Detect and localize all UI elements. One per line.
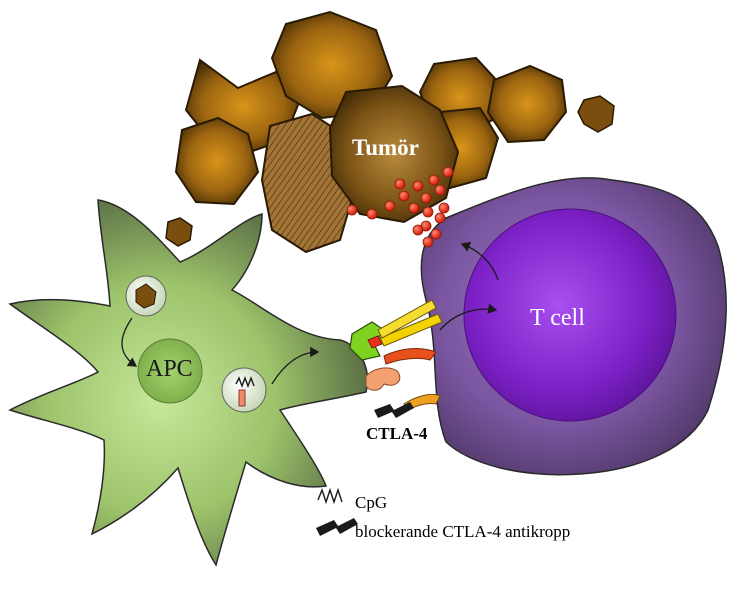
tumor-fragment <box>165 217 193 247</box>
tumor-fragment <box>577 95 615 133</box>
arrow-icon <box>439 303 498 331</box>
arrow-icon <box>460 241 499 281</box>
apc-label: APC <box>146 356 193 382</box>
arrow-icon <box>271 346 320 385</box>
tcr-receptor <box>377 299 437 339</box>
tumor-label: Tumör <box>352 135 419 160</box>
arrow-icon <box>121 317 138 367</box>
legend-cpg-icon <box>317 487 343 505</box>
antibody-icon <box>374 402 414 418</box>
costim-ligand <box>383 348 437 365</box>
legend-antibody-label: blockerande CTLA-4 antikropp <box>355 522 571 541</box>
tumor-cell <box>486 64 568 144</box>
tcr-receptor <box>379 313 443 347</box>
antigen-dots <box>346 166 454 248</box>
ctla4-label: CTLA-4 <box>366 424 428 443</box>
cpg-receptor <box>238 389 246 407</box>
apc-nucleus <box>137 338 203 404</box>
tumor-cell <box>174 116 260 206</box>
synapse <box>349 299 443 418</box>
cpg-icon <box>235 376 255 388</box>
legend-cpg-label: CpG <box>355 493 388 512</box>
apc-cell <box>8 199 369 567</box>
mhc-receptor <box>349 321 385 361</box>
antigen-peptide <box>367 335 383 349</box>
b7-ligand <box>365 367 401 391</box>
tumor <box>165 10 615 254</box>
t-cell-label: T cell <box>530 305 585 331</box>
antigen-icon <box>135 283 157 309</box>
legend-antibody-icon <box>316 518 358 536</box>
t-cell-nucleus <box>463 208 677 422</box>
t-cell <box>420 177 727 476</box>
